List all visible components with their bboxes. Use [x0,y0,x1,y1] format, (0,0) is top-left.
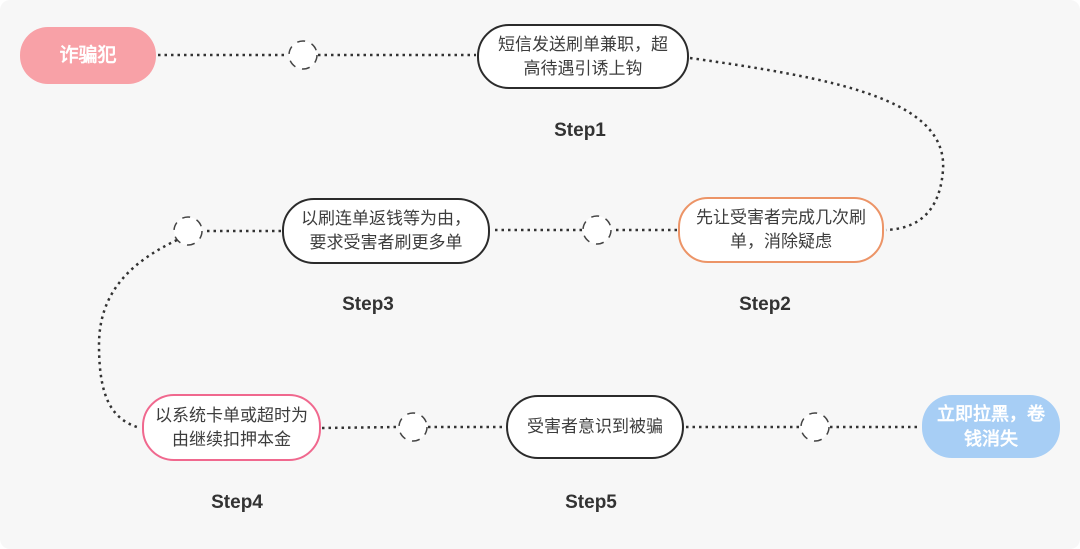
node-step5: 受害者意识到被骗 [506,395,684,459]
node-step3: 以刷连单返钱等为由，要求受害者刷更多单 [282,198,490,264]
step5-label: Step5 [565,492,617,513]
step3-label: Step3 [342,294,394,315]
node-scammer: 诈骗犯 [20,27,156,84]
junction-circle-3 [173,216,203,246]
node-outcome: 立即拉黑，卷钱消失 [922,395,1060,458]
connector-step4-to-junction4 [321,425,399,430]
junction-circle-5 [800,412,830,442]
node-step2: 先让受害者完成几次刷单，消除疑虑 [678,197,884,263]
junction-circle-4 [398,412,428,442]
node-step4: 以系统卡单或超时为由继续扣押本金 [142,394,321,461]
step4-label: Step4 [211,492,263,513]
junction-circle-2 [582,215,612,245]
node-step1: 短信发送刷单兼职，超高待遇引诱上钩 [477,24,689,89]
junction-circle-1 [288,40,318,70]
step1-label: Step1 [554,120,606,141]
connector-step1-to-step2-curve [689,56,945,232]
connector-junction3-to-step4-curve [97,238,178,430]
step2-label: Step2 [739,294,791,315]
